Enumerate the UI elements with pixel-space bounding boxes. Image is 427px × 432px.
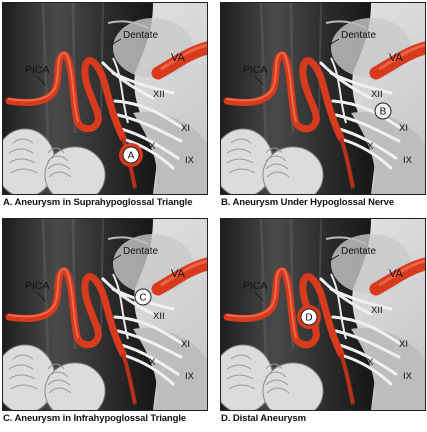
label-xi: XI — [181, 123, 190, 134]
label-pica: PICA — [243, 280, 268, 292]
pica-artery — [223, 267, 345, 358]
label-ix: IX — [185, 155, 195, 166]
panel-d: Dentate VA PICA XII XI X IX D — [220, 218, 426, 411]
svg-text:A: A — [128, 151, 135, 162]
cerebellum — [221, 128, 324, 194]
svg-text:B: B — [380, 107, 387, 118]
caption-c: C. Aneurysm in Infrahypoglossal Triangle — [3, 413, 187, 424]
label-ix: IX — [185, 371, 195, 382]
aneurysm-marker-a: A — [119, 143, 143, 167]
nerve-rootlets — [101, 61, 183, 170]
pica-artery — [5, 51, 127, 142]
label-xii: XII — [153, 89, 165, 100]
label-va: VA — [171, 52, 186, 64]
svg-text:D: D — [305, 313, 312, 324]
label-dentate: Dentate — [123, 246, 158, 257]
panel-a: Dentate VA PICA XII XI X IX A — [2, 2, 208, 195]
label-x: X — [149, 141, 156, 152]
label-pica: PICA — [243, 64, 268, 76]
label-dentate: Dentate — [123, 30, 158, 41]
aneurysm-marker-b: B — [374, 102, 392, 120]
nerve-rootlets — [319, 61, 401, 170]
panel-c: Dentate VA PICA XII XI X IX C — [2, 218, 208, 411]
label-xii: XII — [371, 89, 383, 100]
vertebral-artery — [151, 257, 207, 296]
vertebral-artery — [369, 257, 425, 296]
cerebellum — [3, 344, 106, 410]
label-ix: IX — [403, 371, 413, 382]
label-xii: XII — [371, 305, 383, 316]
label-va: VA — [171, 268, 186, 280]
label-x: X — [367, 141, 374, 152]
caption-a: A. Aneurysm in Suprahypoglossal Triangle — [3, 197, 193, 208]
label-ix: IX — [403, 155, 413, 166]
caption-b: B. Aneurysm Under Hypoglossal Nerve — [221, 197, 395, 208]
label-dentate: Dentate — [341, 30, 376, 41]
vertebral-artery — [369, 41, 425, 80]
label-xi: XI — [181, 339, 190, 350]
label-xi: XI — [399, 339, 408, 350]
nerve-rootlets — [319, 277, 401, 386]
aneurysm-marker-d: D — [297, 305, 321, 329]
label-pica: PICA — [25, 280, 50, 292]
pica-artery — [223, 51, 345, 142]
caption-d: D. Distal Aneurysm — [221, 413, 306, 424]
label-x: X — [149, 357, 156, 368]
cerebellum — [3, 128, 106, 194]
pica-artery — [5, 267, 127, 358]
label-va: VA — [389, 268, 404, 280]
vertebral-artery — [151, 41, 207, 80]
svg-text:C: C — [139, 293, 146, 304]
label-xi: XI — [399, 123, 408, 134]
label-va: VA — [389, 52, 404, 64]
label-dentate: Dentate — [341, 246, 376, 257]
label-x: X — [367, 357, 374, 368]
panel-b: Dentate VA PICA XII XI X IX B — [220, 2, 426, 195]
label-xii: XII — [153, 311, 165, 322]
label-pica: PICA — [25, 64, 50, 76]
aneurysm-marker-c: C — [134, 288, 152, 306]
cerebellum — [221, 344, 324, 410]
